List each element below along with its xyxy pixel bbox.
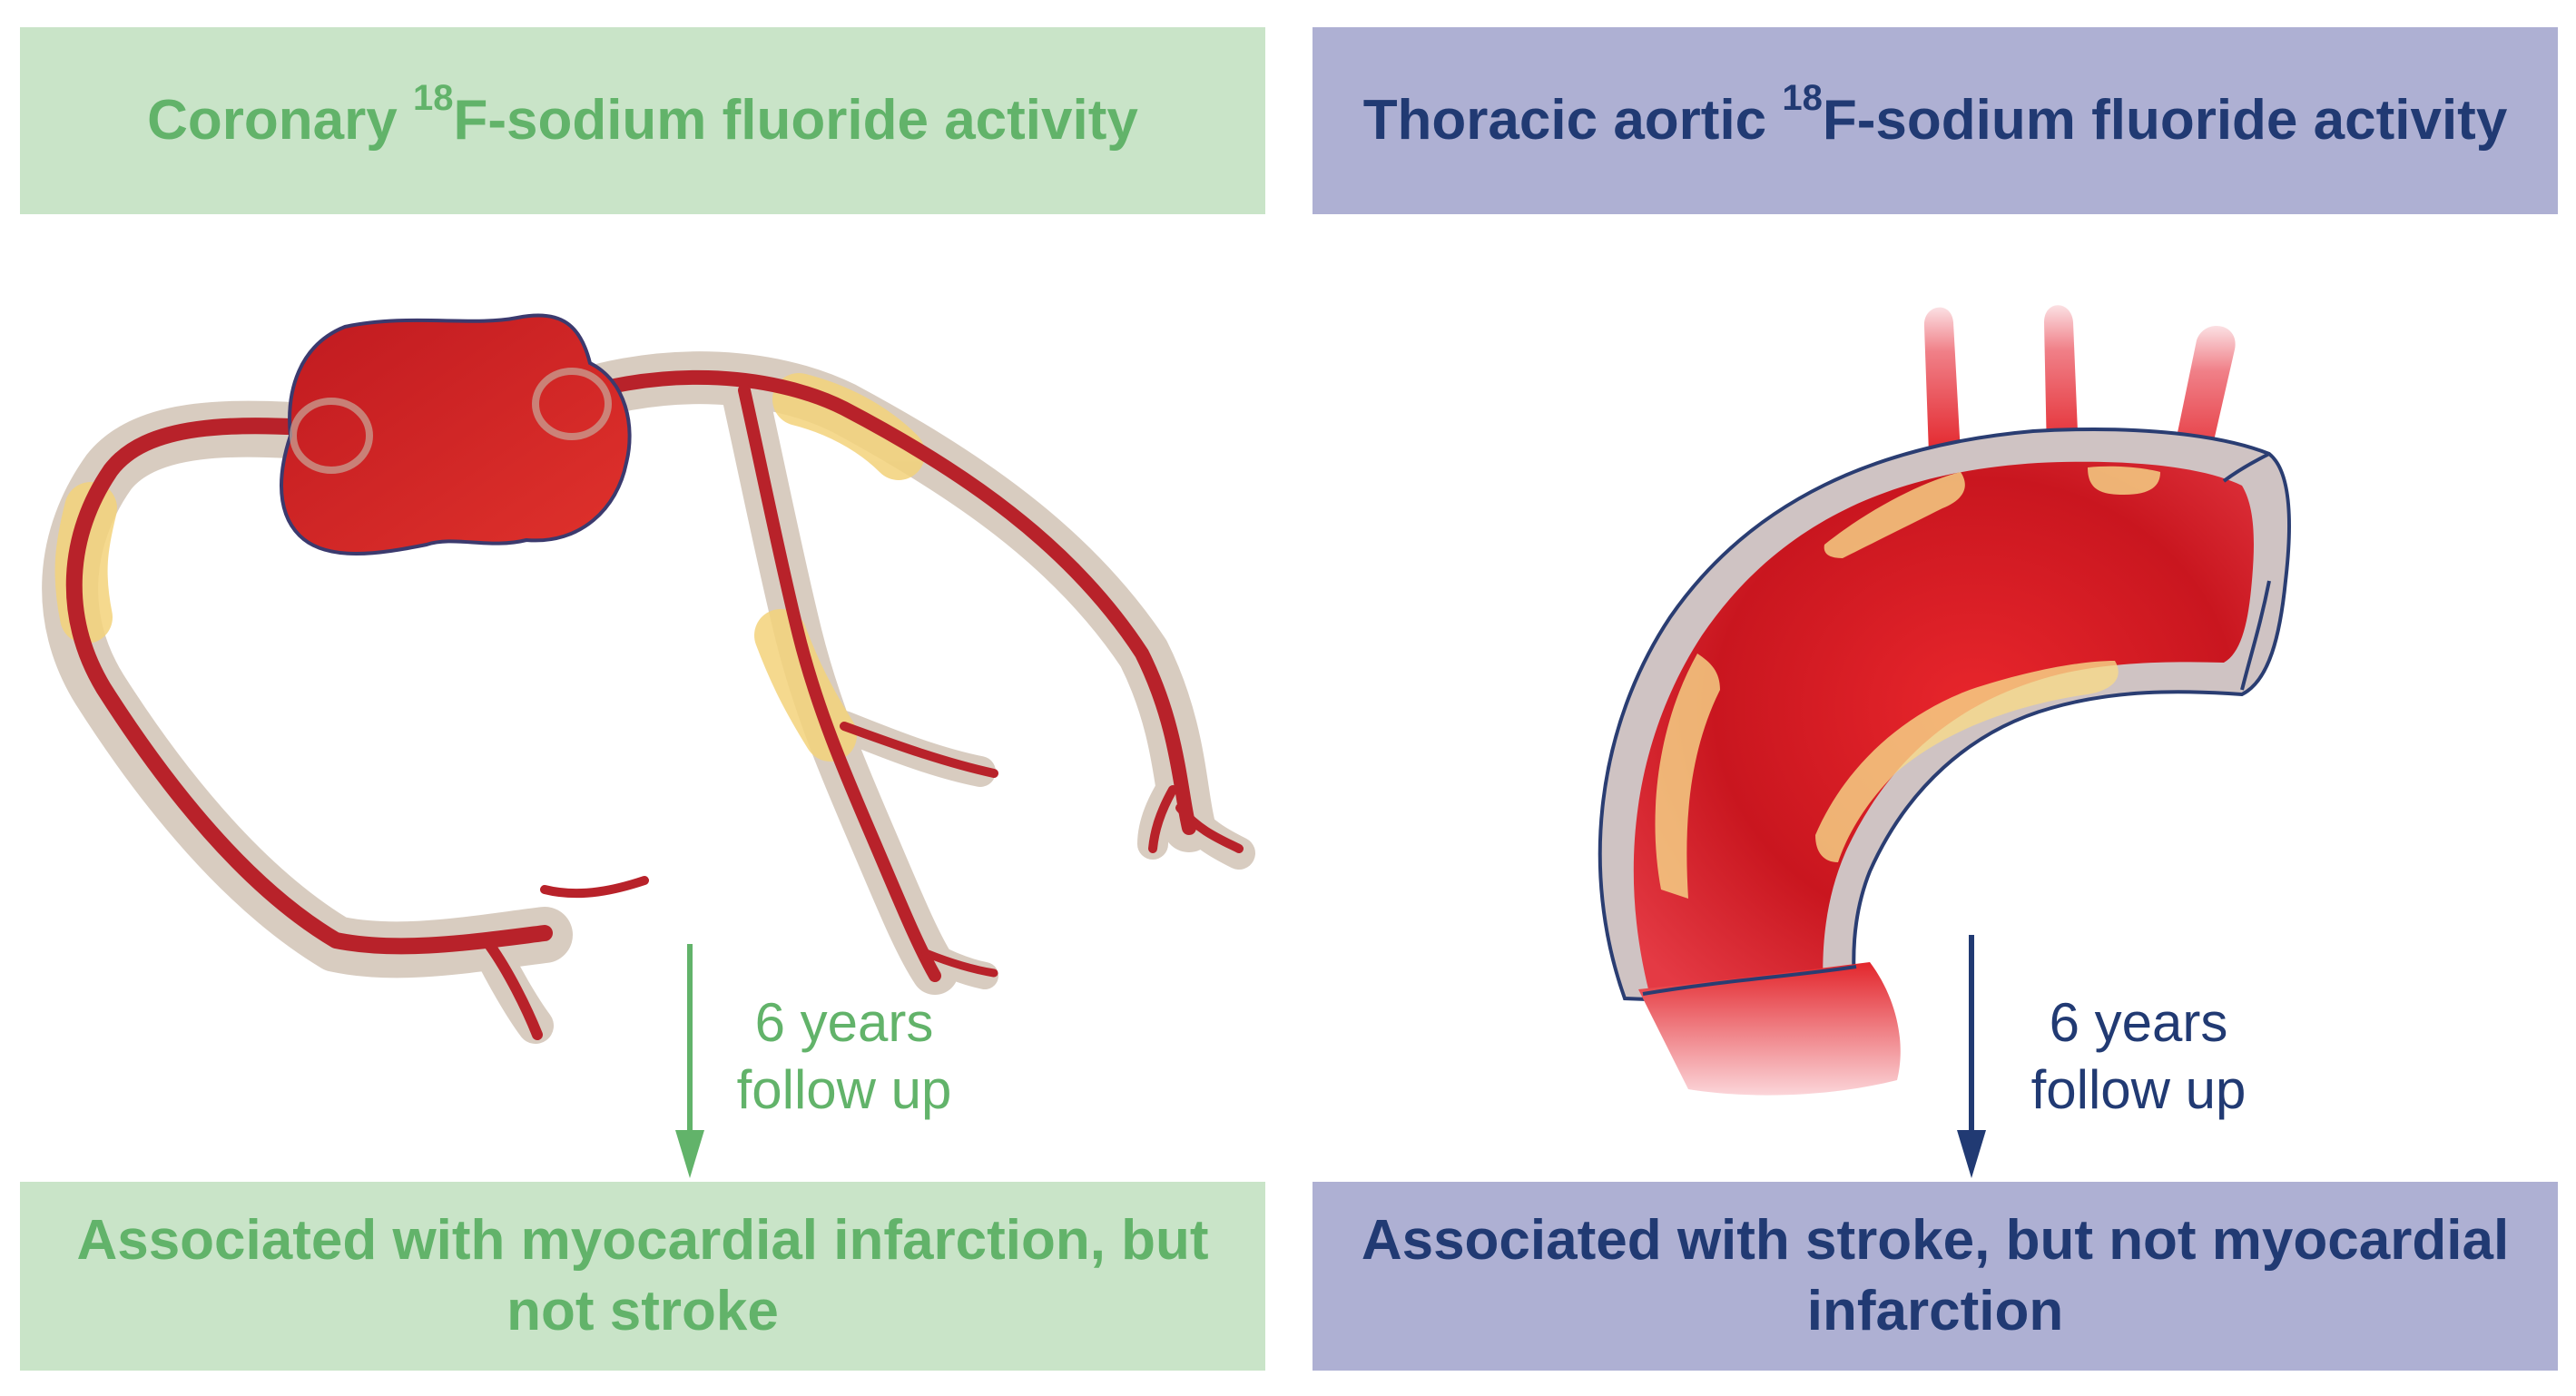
down-arrow-icon — [675, 944, 704, 1178]
aortic-title-box: Thoracic aortic 18F-sodium fluoride acti… — [1313, 27, 2558, 214]
down-arrow-icon — [1957, 935, 1986, 1178]
aortic-followup-label: 6 years follow up — [2030, 992, 2247, 1120]
coronary-title-box: Coronary 18F-sodium fluoride activity — [20, 27, 1265, 214]
aortic-outcome-box: Associated with stroke, but not myocardi… — [1313, 1182, 2558, 1371]
coronary-outcome-box: Associated with myocardial infarction, b… — [20, 1182, 1265, 1371]
coronary-followup-label: 6 years follow up — [736, 992, 952, 1120]
coronary-outcome: Associated with myocardial infarction, b… — [76, 1209, 1209, 1342]
coronary-arteries-illustration — [42, 313, 1255, 1044]
aortic-title: Thoracic aortic 18F-sodium fluoride acti… — [1362, 78, 2508, 152]
coronary-title: Coronary 18F-sodium fluoride activity — [147, 78, 1138, 152]
aortic-outcome: Associated with stroke, but not myocardi… — [1361, 1209, 2510, 1342]
aortic-arch-illustration — [1598, 305, 2291, 1096]
